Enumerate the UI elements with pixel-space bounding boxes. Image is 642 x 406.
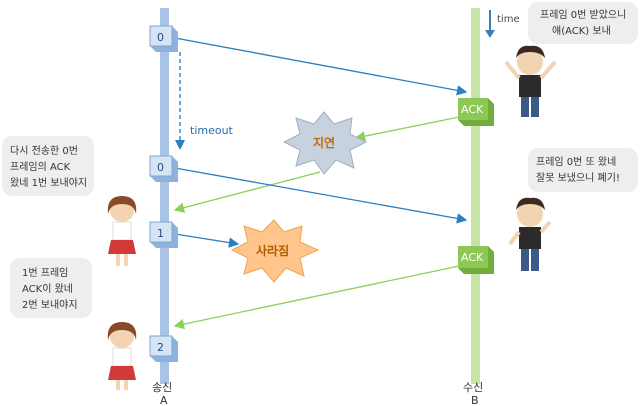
receiver-label: 수신 bbox=[463, 381, 483, 394]
sender-person-mid-icon bbox=[107, 196, 137, 266]
sender-label: 송신 bbox=[152, 381, 172, 394]
svg-text:프레임의 ACK: 프레임의 ACK bbox=[10, 160, 71, 173]
svg-text:잘못 보냈으니 폐기!: 잘못 보냈으니 폐기! bbox=[536, 172, 620, 184]
svg-text:ACK: ACK bbox=[461, 251, 484, 264]
timeout-arrow-head bbox=[175, 140, 185, 150]
frame-0-retransmit-arrow bbox=[174, 167, 468, 224]
svg-text:지연: 지연 bbox=[313, 135, 335, 150]
svg-text:다시 전송한 0번: 다시 전송한 0번 bbox=[10, 145, 78, 157]
svg-text:ACK이 왔네: ACK이 왔네 bbox=[22, 283, 73, 295]
svg-text:프레임 0번 또 왔네: 프레임 0번 또 왔네 bbox=[536, 155, 616, 168]
svg-text:2: 2 bbox=[157, 341, 164, 354]
receiver-person-mid-icon bbox=[508, 197, 552, 271]
lost-burst: 사라짐 bbox=[230, 219, 320, 283]
bubble-receiver-mid: 프레임 0번 또 왔네 잘못 보냈으니 폐기! bbox=[528, 148, 638, 192]
frame-box-0: 0 bbox=[149, 25, 178, 52]
frame-box-0-retransmit: 0 bbox=[149, 155, 178, 182]
sender-timeline bbox=[160, 8, 169, 384]
svg-text:2번 보내야지: 2번 보내야지 bbox=[22, 299, 78, 311]
ack-0-delayed-arrow bbox=[354, 115, 465, 142]
frame-0-arrow bbox=[174, 37, 468, 96]
time-arrow-head bbox=[485, 30, 495, 38]
svg-text:프레임 0번 받았으니: 프레임 0번 받았으니 bbox=[540, 8, 626, 21]
receiver-sublabel: B bbox=[471, 394, 479, 406]
svg-text:ACK: ACK bbox=[461, 103, 484, 116]
sender-sublabel: A bbox=[160, 394, 168, 406]
frame-box-2: 2 bbox=[149, 335, 178, 362]
svg-text:얘(ACK) 보내: 얘(ACK) 보내 bbox=[552, 25, 611, 37]
receiver-person-top-icon bbox=[504, 45, 557, 117]
ack-1-arrow bbox=[173, 264, 465, 330]
ack-0-delayed-arrow-continued bbox=[173, 171, 321, 213]
sender-person-bottom-icon bbox=[107, 322, 137, 390]
delay-burst: 지연 bbox=[282, 111, 368, 175]
frame-1-arrow bbox=[174, 233, 240, 248]
ack-box-1: ACK bbox=[458, 246, 494, 274]
svg-text:사라짐: 사라짐 bbox=[256, 243, 289, 258]
ack-box-0: ACK bbox=[458, 98, 494, 126]
time-label: time bbox=[497, 14, 520, 25]
svg-text:1: 1 bbox=[157, 227, 164, 240]
receiver-timeline bbox=[471, 8, 480, 384]
svg-text:1번 프레임: 1번 프레임 bbox=[22, 266, 68, 279]
bubble-sender-mid: 다시 전송한 0번 프레임의 ACK 왔네 1번 보내야지 bbox=[2, 136, 94, 196]
bubble-sender-bottom: 1번 프레임 ACK이 왔네 2번 보내야지 bbox=[10, 258, 92, 318]
frame-box-1: 1 bbox=[149, 221, 178, 248]
svg-text:0: 0 bbox=[157, 31, 164, 44]
svg-text:0: 0 bbox=[157, 161, 164, 174]
svg-text:왔네 1번 보내야지: 왔네 1번 보내야지 bbox=[10, 177, 87, 189]
bubble-receiver-top: 프레임 0번 받았으니 얘(ACK) 보내 bbox=[528, 2, 638, 44]
timeout-label: timeout bbox=[190, 124, 234, 137]
